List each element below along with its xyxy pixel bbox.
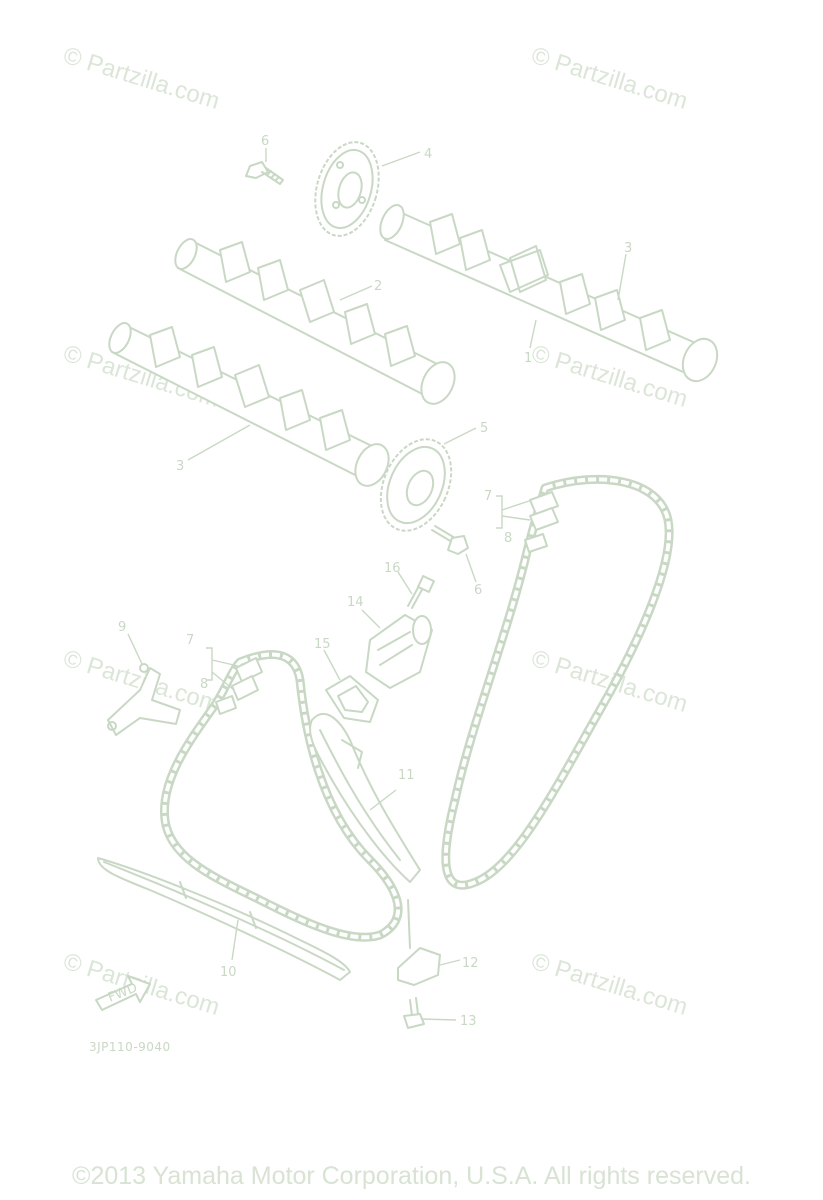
- bolt-6-lower: [431, 525, 469, 555]
- chain-tensioner-14: [365, 614, 433, 689]
- timing-chain-right: [441, 474, 674, 890]
- timing-chain-left: [159, 650, 403, 942]
- cam-sprocket-4: [314, 141, 380, 237]
- callout-10: 10: [220, 965, 237, 980]
- camshaft-2: [174, 238, 456, 405]
- callout-14: 14: [347, 595, 364, 610]
- callout-12: 12: [462, 956, 479, 971]
- guide-stopper-9: [107, 663, 181, 736]
- callout-8: 8: [200, 677, 208, 692]
- gasket-15: [325, 675, 379, 723]
- callout-13: 13: [460, 1014, 477, 1029]
- camshaft-1: [379, 204, 719, 383]
- bolt-13: [403, 997, 425, 1029]
- chain-guide-10: [97, 857, 351, 981]
- chain-guide-11: [309, 712, 421, 883]
- callout-7: 7: [186, 633, 194, 648]
- callout-6: 6: [261, 134, 269, 149]
- camshaft-3: [108, 322, 390, 487]
- callout-8: 8: [504, 531, 512, 546]
- callout-1: 1: [524, 351, 532, 366]
- callout-3: 3: [176, 459, 184, 474]
- leader-lines: [127, 148, 627, 1021]
- callout-6: 6: [474, 583, 482, 598]
- bolt-16: [407, 575, 435, 609]
- callout-7: 7: [484, 489, 492, 504]
- callouts: 6 4 3 2 1 3 5 7 8 6 16 14 15 9 7 8 11 10…: [118, 134, 632, 1029]
- cam-sprocket-5: [379, 438, 453, 532]
- watermark: © Partzilla.com: [528, 948, 691, 1021]
- callout-3: 3: [624, 241, 632, 256]
- callout-11: 11: [398, 768, 415, 783]
- bolt-6-top: [245, 161, 284, 185]
- diagram-code: 3JP110-9040: [89, 1040, 171, 1054]
- watermark: © Partzilla.com: [60, 42, 223, 115]
- copyright-notice: ©2013 Yamaha Motor Corporation, U.S.A. A…: [72, 1162, 751, 1190]
- callout-5: 5: [480, 421, 488, 436]
- watermark: © Partzilla.com: [528, 645, 691, 718]
- callout-9: 9: [118, 620, 126, 635]
- callout-2: 2: [374, 279, 382, 294]
- watermark: © Partzilla.com: [528, 42, 691, 115]
- callout-15: 15: [314, 637, 331, 652]
- callout-16: 16: [384, 561, 401, 576]
- bracket-12: [397, 899, 441, 986]
- callout-4: 4: [424, 147, 432, 162]
